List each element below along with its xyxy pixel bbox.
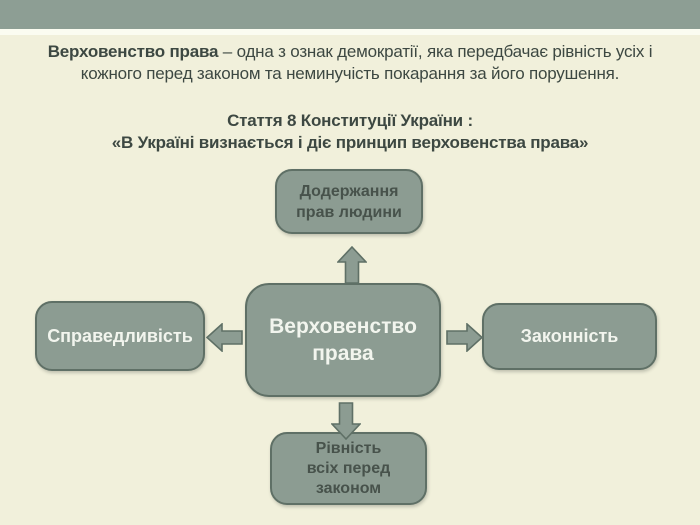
node-label-line: законом <box>315 479 382 497</box>
arrow-down-icon <box>331 402 361 440</box>
diagram-node-justice: Справедливість <box>35 301 205 371</box>
arrow-left-icon <box>206 323 243 352</box>
arrow-up-icon <box>337 246 367 284</box>
node-label-line: Законність <box>520 326 619 346</box>
diagram-node-rule-of-law: Верховенство права <box>245 283 441 397</box>
node-label-line: Справедливість <box>47 325 193 346</box>
intro-definition: – одна з ознак демократії, яка передбача… <box>80 42 653 83</box>
intro-term: Верховенство права <box>47 42 219 61</box>
node-label-line: всіх перед <box>306 459 391 477</box>
diagram-node-legality: Законність <box>482 303 657 370</box>
node-label-line: Рівність <box>315 439 382 457</box>
node-label-line: права <box>312 342 374 365</box>
top-accent-bar <box>0 0 700 29</box>
node-label-line: Верховенство <box>269 315 417 338</box>
statute-line1: Стаття 8 Конституції України : <box>227 111 473 130</box>
statute-quote: Стаття 8 Конституції України : «В Україн… <box>20 110 680 154</box>
statute-line2: «В Україні визнається і діє принцип верх… <box>111 133 589 152</box>
arrow-right-icon <box>446 323 483 352</box>
diagram-node-human-rights: Додержання прав людини <box>275 169 423 234</box>
node-label-line: Додержання <box>299 182 399 200</box>
diagram-node-equality: Рівність всіх перед законом <box>270 432 427 505</box>
node-label-line: прав людини <box>296 203 402 221</box>
intro-text: Верховенство права – одна з ознак демокр… <box>20 41 680 85</box>
top-accent-strip <box>0 29 700 35</box>
